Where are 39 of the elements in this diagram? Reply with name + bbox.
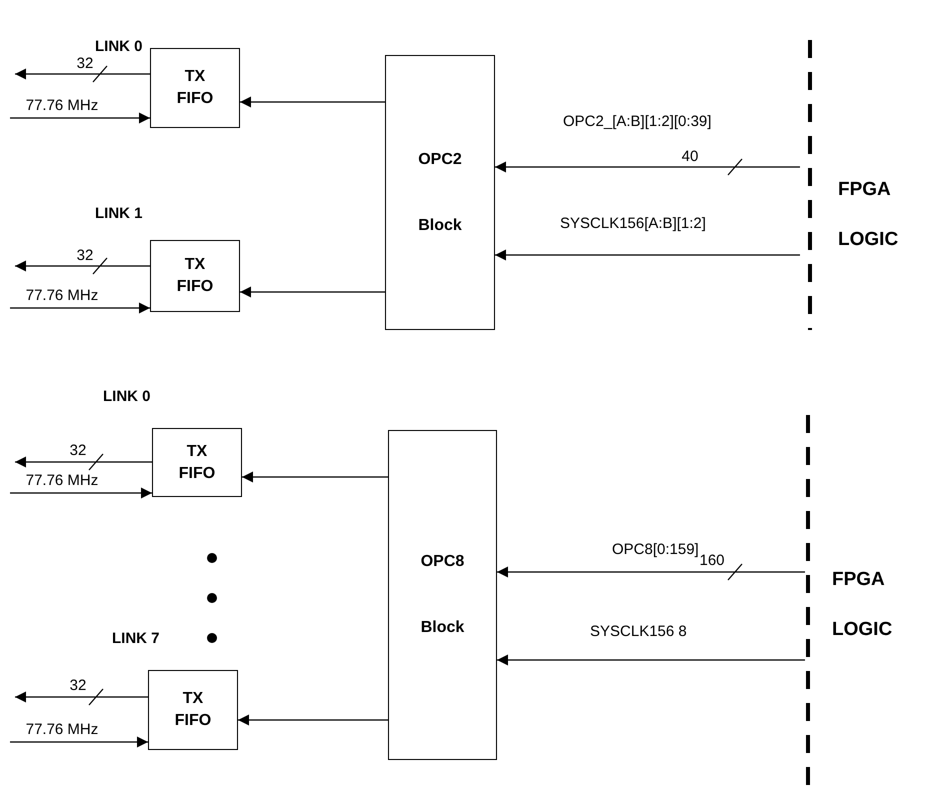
node-label: TX FIFO — [176, 67, 214, 109]
signal-label: SYSCLK156[A:B][1:2] — [560, 215, 706, 232]
node-label: OPC2 — [418, 150, 462, 170]
arrow — [497, 566, 805, 578]
arrow — [10, 736, 148, 748]
arrow — [497, 654, 805, 666]
arrow — [495, 162, 800, 172]
arrow — [15, 68, 150, 80]
fifo-box — [150, 240, 240, 312]
signal-label: OPC8[0:159] — [612, 541, 699, 558]
node-label: TX FIFO — [176, 255, 214, 297]
node-label: TX FIFO — [178, 442, 216, 484]
arrow — [15, 456, 152, 468]
region-label: FPGA LOGIC — [832, 568, 894, 642]
arrow — [240, 96, 385, 108]
node-label: Block — [420, 618, 464, 638]
signal-label: SYSCLK156 8 — [590, 623, 687, 640]
arrow — [240, 286, 385, 298]
arrow — [242, 472, 388, 482]
node-label: TX FIFO — [174, 689, 212, 731]
node-label: Block — [418, 216, 462, 236]
link-label: LINK 7 — [112, 630, 160, 647]
arrow — [495, 250, 800, 260]
block-box — [388, 430, 497, 760]
region-label: FPGA LOGIC — [838, 178, 900, 252]
fifo-box — [152, 428, 242, 497]
block-box — [385, 55, 495, 330]
link-label: LINK 0 — [95, 38, 143, 55]
link-label: LINK 0 — [103, 388, 151, 405]
fifo-box — [148, 670, 238, 750]
node-label: OPC8 — [420, 552, 464, 572]
arrow — [238, 714, 388, 726]
signal-label: OPC2_[A:B][1:2][0:39] — [563, 113, 712, 130]
arrow — [15, 260, 150, 272]
arrow — [10, 112, 150, 124]
fifo-box — [150, 48, 240, 128]
arrow — [10, 302, 150, 314]
arrow — [15, 692, 148, 702]
link-label: LINK 1 — [95, 205, 143, 222]
